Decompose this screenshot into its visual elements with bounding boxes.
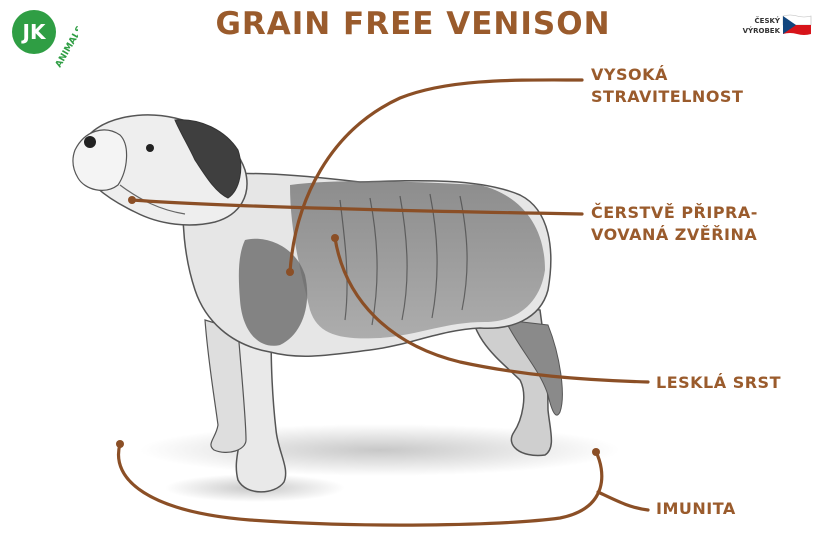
callout-line-digestibility xyxy=(288,78,584,274)
dog-front-leg-far xyxy=(204,319,247,453)
benefit-label-immunity: IMUNITA xyxy=(656,498,736,520)
callout-dot-immunity-left xyxy=(116,440,124,448)
benefit-line: STRAVITELNOST xyxy=(591,87,744,106)
callout-dot-shiny-coat xyxy=(331,234,339,242)
czech-product-line1: ČESKÝ xyxy=(754,17,780,25)
czech-flag-icon xyxy=(782,14,812,35)
callout-lines xyxy=(116,78,650,527)
dog-rear-leg-far xyxy=(504,319,563,416)
benefit-line: VYSOKÁ xyxy=(591,65,668,84)
dog-jowl xyxy=(119,184,186,215)
callout-dot-fresh-venison xyxy=(128,196,136,204)
dog-ear xyxy=(174,119,242,199)
logo-text: ANIMALS xyxy=(54,25,78,70)
benefit-line: ČERSTVĚ PŘIPRA- xyxy=(591,203,758,222)
callout-dot-immunity-right xyxy=(592,448,600,456)
dog-body-patch xyxy=(290,181,545,339)
callout-line-immunity xyxy=(117,442,604,527)
benefit-label-shiny-coat: LESKLÁ SRST xyxy=(656,372,781,394)
dog-eye xyxy=(146,144,154,152)
benefit-line: LESKLÁ SRST xyxy=(656,373,781,392)
callout-line-fresh-venison xyxy=(130,198,584,216)
benefit-label-fresh-venison: ČERSTVĚ PŘIPRA- VOVANÁ ZVĚŘINA xyxy=(591,202,758,246)
czech-product-line2: VÝROBEK xyxy=(742,27,780,35)
dog-muzzle xyxy=(72,129,128,191)
dog-nose xyxy=(84,136,96,148)
czech-product-text: ČESKÝ VÝROBEK xyxy=(738,16,780,36)
benefit-label-digestibility: VYSOKÁ STRAVITELNOST xyxy=(591,64,743,108)
callout-line-shiny-coat xyxy=(333,236,650,384)
callout-dot-digestibility xyxy=(286,268,294,276)
benefit-line: IMUNITA xyxy=(656,499,736,518)
jk-animals-logo: JK ANIMALS xyxy=(12,10,78,70)
czech-product-badge: ČESKÝ VÝROBEK xyxy=(738,14,818,44)
callout-line-immunity-tail xyxy=(596,490,650,512)
logo-letters: JK xyxy=(21,20,47,44)
page-title: GRAIN FREE VENISON xyxy=(215,6,611,42)
benefit-line: VOVANÁ ZVĚŘINA xyxy=(591,225,758,244)
